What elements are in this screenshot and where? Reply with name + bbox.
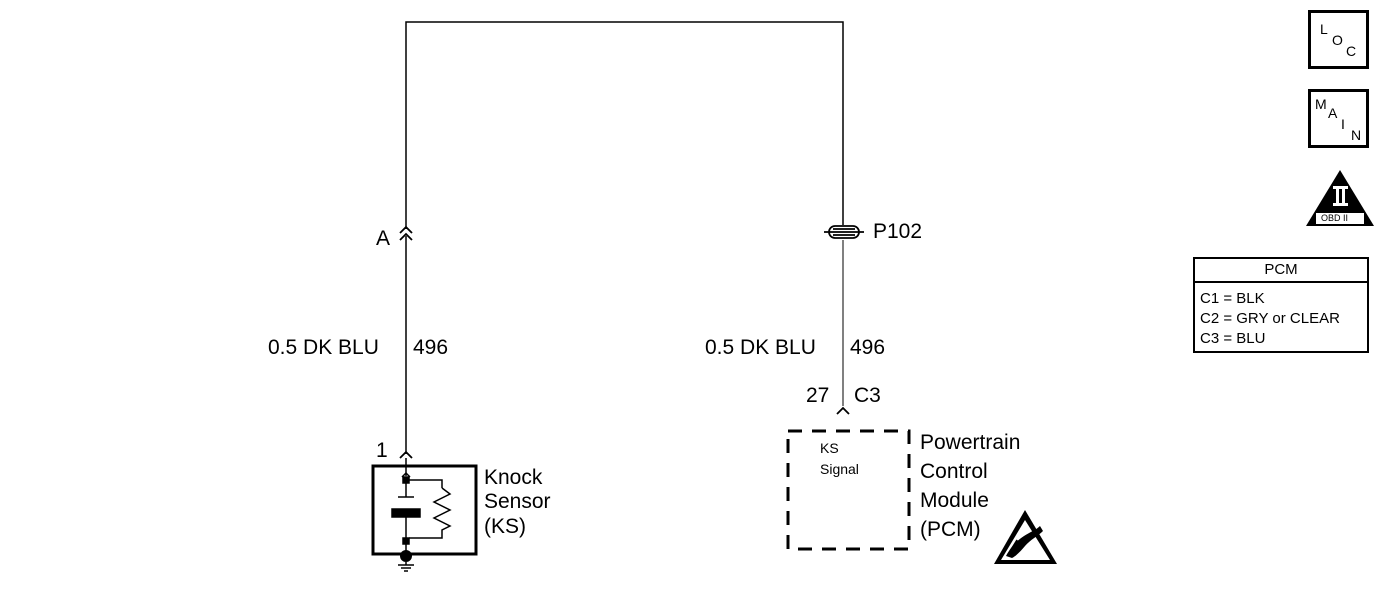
esd-warning-icon — [994, 510, 1057, 564]
legend-row-c1: C1 = BLK — [1200, 290, 1265, 307]
right-wire-gauge-color: 0.5 DK BLU — [705, 336, 816, 359]
sensor-pin-chevron-icon — [399, 450, 413, 459]
pcm-signal-label-line2: Signal — [820, 461, 859, 477]
ground-node-icon — [400, 550, 412, 562]
main-icon-m: M — [1315, 96, 1327, 112]
obd-ii-label: OBD II — [1321, 213, 1349, 223]
pcm-label-line2: Control — [920, 460, 988, 483]
splice-p102-icon — [824, 225, 864, 239]
left-wire-gauge-color: 0.5 DK BLU — [268, 336, 379, 359]
main-icon-i: I — [1341, 116, 1345, 132]
loc-icon-c: C — [1346, 43, 1357, 59]
inline-connector-a-label: A — [376, 227, 391, 250]
pcm-signal-label-line1: KS — [820, 440, 839, 456]
pcm-label: Powertrain Control Module (PCM) — [920, 428, 1020, 544]
pcm-connector-id: C3 — [854, 384, 881, 407]
loc-icon-l: L — [1320, 21, 1328, 37]
pcm-label-line4: (PCM) — [920, 518, 981, 541]
loc-icon[interactable]: L O C — [1308, 10, 1369, 69]
legend-row-c3: C3 = BLU — [1200, 330, 1266, 347]
pcm-connector-legend: PCM C1 = BLK C2 = GRY or CLEAR C3 = BLU — [1193, 257, 1369, 353]
loc-icon-o: O — [1332, 32, 1343, 48]
ground-icon — [398, 562, 414, 572]
obd-ii-triangle-icon — [1306, 170, 1374, 226]
pcm-dashed-box — [786, 429, 911, 551]
knock-sensor-label-line2: Sensor — [484, 490, 551, 513]
main-icon-a: A — [1328, 105, 1338, 121]
legend-row-c2: C2 = GRY or CLEAR — [1200, 310, 1340, 327]
knock-sensor-label-line3: (KS) — [484, 515, 526, 538]
knock-sensor-label-line1: Knock — [484, 466, 543, 489]
sensor-pin-number: 1 — [376, 439, 388, 462]
pcm-label-line1: Powertrain — [920, 431, 1021, 454]
right-wire-circuit-number: 496 — [850, 336, 886, 359]
inline-connector-a-icon — [399, 225, 413, 241]
legend-title: PCM — [1195, 259, 1367, 283]
wire-circuit-496-loop — [405, 21, 844, 229]
pcm-pin-chevron-icon — [836, 406, 850, 415]
pcm-label-line3: Module — [920, 489, 989, 512]
main-icon[interactable]: M A I N — [1308, 89, 1369, 148]
left-wire-circuit-number: 496 — [413, 336, 449, 359]
main-icon-n: N — [1351, 127, 1362, 143]
knock-sensor-box — [371, 464, 478, 556]
knock-sensor-symbol-icon — [391, 458, 452, 552]
pcm-pin-number: 27 — [806, 384, 830, 407]
splice-p102-label: P102 — [873, 220, 923, 243]
